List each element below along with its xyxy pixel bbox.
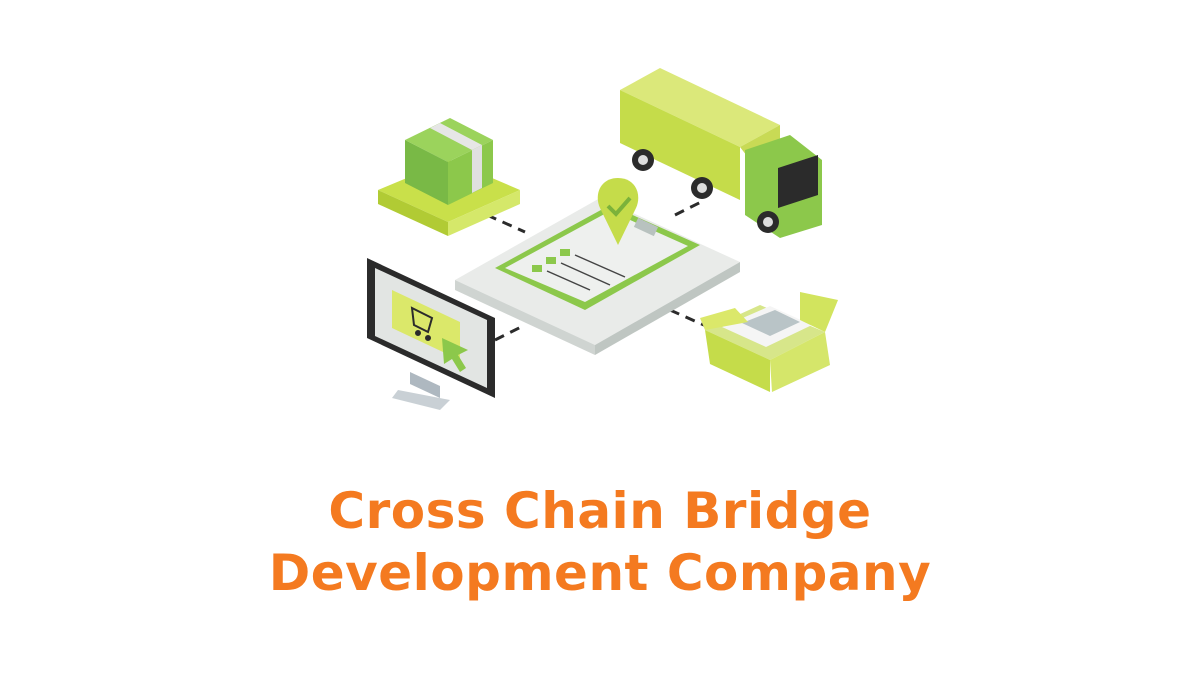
shopping-cart-icon — [410, 306, 434, 341]
headline-line-1: Cross Chain Bridge — [328, 482, 872, 540]
pallet-with-box — [378, 118, 520, 236]
supply-chain-illustration — [367, 68, 838, 410]
delivery-truck — [620, 68, 822, 238]
checkbox-icon — [532, 249, 570, 272]
cursor-icon — [442, 338, 468, 372]
open-package-box — [700, 292, 838, 392]
computer-monitor — [367, 258, 495, 410]
headline-line-2: Development Company — [268, 544, 932, 602]
location-pin-icon — [597, 178, 639, 245]
checklist-clipboard — [455, 198, 740, 355]
